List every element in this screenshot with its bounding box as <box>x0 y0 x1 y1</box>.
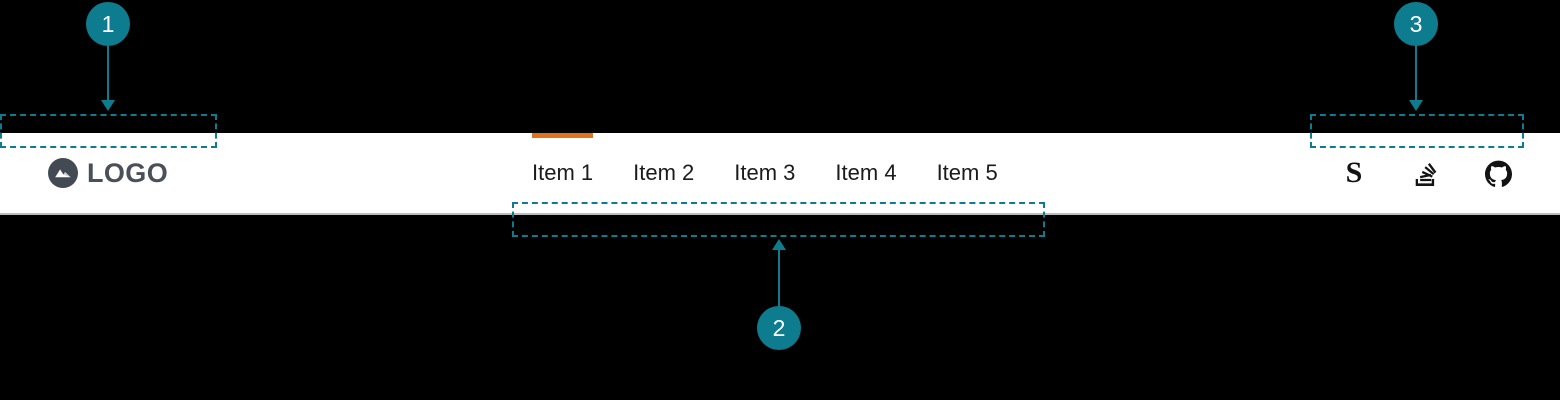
annotation-leader-1 <box>107 44 109 102</box>
brand-label: LOGO <box>87 157 169 188</box>
brand-logo[interactable]: LOGO <box>48 133 168 213</box>
nav-item-3-label: Item 3 <box>734 160 796 185</box>
annotation-badge-2: 2 <box>757 306 801 350</box>
annotation-arrow-2 <box>772 239 786 250</box>
skype-s-icon[interactable]: S <box>1340 156 1368 189</box>
nav-item-1[interactable]: Item 1 <box>512 133 613 213</box>
header-inner: LOGO Item 1 Item 2 Item 3 Item 4 Item 5 <box>0 133 1560 213</box>
social-links: S <box>1340 133 1512 213</box>
annotation-leader-2 <box>778 248 780 308</box>
skype-s-glyph: S <box>1345 156 1363 189</box>
annotation-arrow-3 <box>1409 100 1423 111</box>
nav-item-5-label: Item 5 <box>936 160 998 185</box>
site-header: LOGO Item 1 Item 2 Item 3 Item 4 Item 5 <box>0 133 1560 215</box>
github-icon[interactable] <box>1484 159 1512 187</box>
nav-item-4-label: Item 4 <box>835 160 897 185</box>
annotation-badge-1: 1 <box>86 2 130 46</box>
nav-item-1-label: Item 1 <box>532 160 594 185</box>
annotation-arrow-1 <box>101 100 115 111</box>
nav-item-2-label: Item 2 <box>633 160 695 185</box>
annotation-badge-3: 3 <box>1394 2 1438 46</box>
nav-item-5[interactable]: Item 5 <box>917 133 1018 213</box>
annotation-leader-3 <box>1415 44 1417 102</box>
stack-overflow-icon[interactable] <box>1412 159 1440 187</box>
nav-item-3[interactable]: Item 3 <box>714 133 815 213</box>
nav-item-4[interactable]: Item 4 <box>815 133 916 213</box>
mountain-circle-logo-icon <box>48 158 78 188</box>
nav-item-2[interactable]: Item 2 <box>613 133 714 213</box>
primary-nav: Item 1 Item 2 Item 3 Item 4 Item 5 <box>512 133 1018 213</box>
